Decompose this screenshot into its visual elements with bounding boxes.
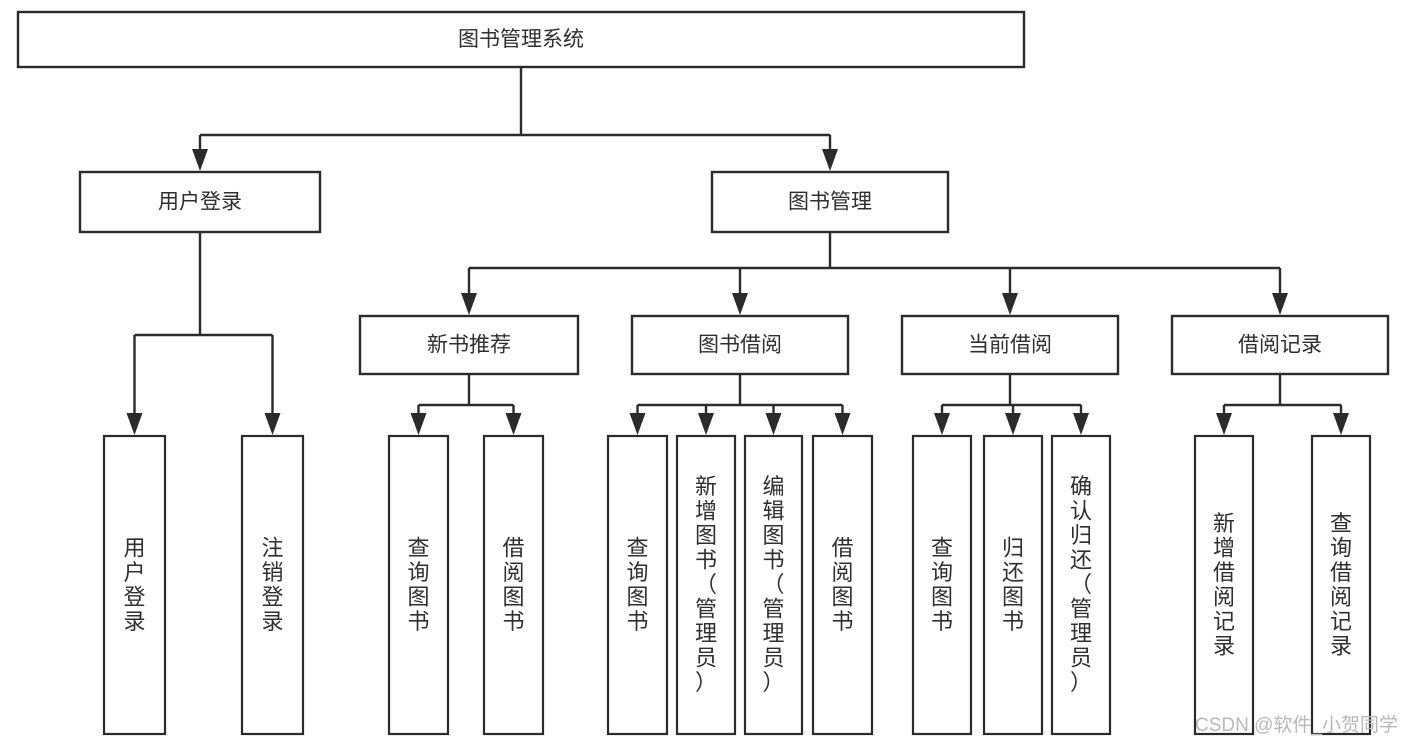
arrow-head-icon	[834, 413, 851, 435]
arrow-head-icon	[461, 293, 477, 315]
arrow-head-icon	[264, 413, 281, 435]
node-box-leaf_9	[911, 434, 973, 736]
node-leaf_6[interactable]: 新增图书（管理员）	[675, 434, 737, 736]
node-box-l2_1	[78, 170, 322, 234]
node-label-leaf_11: 确认归还（管理员）	[1070, 474, 1092, 695]
arrow-head-icon	[1005, 413, 1021, 435]
node-layer: 图书管理系统用户登录图书管理新书推荐图书借阅当前借阅借阅记录用户登录注销登录查询…	[16, 10, 1390, 736]
node-l2_1[interactable]: 用户登录	[78, 170, 322, 234]
node-box-leaf_4	[482, 434, 545, 736]
arrow-head-icon	[822, 149, 838, 171]
node-box-leaf_8	[811, 434, 874, 736]
node-label-root: 图书管理系统	[458, 28, 584, 51]
node-box-l3_2	[630, 314, 850, 376]
node-label-leaf_7: 编辑图书（管理员）	[762, 474, 784, 695]
node-leaf_12[interactable]: 新增借阅记录	[1193, 434, 1255, 736]
node-leaf_7[interactable]: 编辑图书（管理员）	[743, 434, 804, 736]
arrow-head-icon	[505, 413, 522, 435]
node-leaf_3[interactable]: 查询图书	[387, 434, 450, 736]
node-box-l3_1	[358, 314, 580, 376]
arrow-head-icon	[126, 413, 143, 435]
node-box-leaf_2	[240, 434, 305, 736]
arrow-head-icon	[410, 413, 427, 435]
connector-layer	[126, 67, 1349, 435]
node-label-leaf_12: 新增借阅记录	[1213, 511, 1235, 659]
node-label-l3_4: 借阅记录	[1238, 334, 1322, 357]
node-label-l2_1: 用户登录	[158, 191, 242, 214]
node-label-leaf_5: 查询图书	[626, 535, 648, 634]
node-box-leaf_6	[675, 434, 737, 736]
node-leaf_1[interactable]: 用户登录	[102, 434, 167, 736]
node-leaf_10[interactable]: 归还图书	[982, 434, 1044, 736]
node-label-leaf_1: 用户登录	[123, 535, 145, 634]
arrow-head-icon	[1216, 413, 1232, 435]
node-leaf_5[interactable]: 查询图书	[606, 434, 669, 736]
node-label-leaf_8: 借阅图书	[831, 535, 853, 634]
node-box-leaf_13	[1310, 434, 1372, 736]
arrow-head-icon	[732, 293, 748, 315]
node-box-leaf_10	[982, 434, 1044, 736]
node-l3_2[interactable]: 图书借阅	[630, 314, 850, 376]
node-label-leaf_3: 查询图书	[407, 535, 429, 634]
node-root[interactable]: 图书管理系统	[16, 10, 1026, 69]
arrow-head-icon	[1073, 413, 1089, 435]
arrow-head-icon	[629, 413, 646, 435]
arrow-head-icon	[934, 413, 950, 435]
csdn-watermark: CSDN @软件_小贺同学	[1195, 714, 1398, 736]
node-box-l2_2	[710, 170, 950, 234]
node-label-leaf_6: 新增图书（管理员）	[695, 474, 717, 695]
node-l2_2[interactable]: 图书管理	[710, 170, 950, 234]
node-label-l2_2: 图书管理	[788, 191, 872, 214]
node-box-leaf_7	[743, 434, 804, 736]
arrow-head-icon	[1272, 293, 1288, 315]
node-leaf_11[interactable]: 确认归还（管理员）	[1050, 434, 1112, 736]
node-label-l3_3: 当前借阅	[968, 334, 1052, 357]
node-label-leaf_9: 查询图书	[931, 535, 953, 634]
arrow-head-icon	[698, 413, 714, 435]
node-l3_4[interactable]: 借阅记录	[1170, 314, 1390, 376]
node-box-leaf_12	[1193, 434, 1255, 736]
node-box-root	[16, 10, 1026, 69]
node-leaf_8[interactable]: 借阅图书	[811, 434, 874, 736]
node-leaf_4[interactable]: 借阅图书	[482, 434, 545, 736]
node-label-leaf_13: 查询借阅记录	[1330, 511, 1352, 659]
node-label-leaf_4: 借阅图书	[502, 535, 524, 634]
node-box-leaf_5	[606, 434, 669, 736]
arrow-head-icon	[1002, 293, 1018, 315]
arrow-head-icon	[192, 149, 208, 171]
node-box-leaf_3	[387, 434, 450, 736]
node-leaf_2[interactable]: 注销登录	[240, 434, 305, 736]
node-box-l3_3	[900, 314, 1120, 376]
node-box-l3_4	[1170, 314, 1390, 376]
arrow-head-icon	[765, 413, 782, 435]
node-label-l3_1: 新书推荐	[427, 334, 511, 357]
node-leaf_9[interactable]: 查询图书	[911, 434, 973, 736]
node-box-leaf_11	[1050, 434, 1112, 736]
node-leaf_13[interactable]: 查询借阅记录	[1310, 434, 1372, 736]
node-label-leaf_2: 注销登录	[261, 535, 283, 634]
node-label-leaf_10: 归还图书	[1002, 535, 1024, 634]
node-label-l3_2: 图书借阅	[698, 334, 782, 357]
arrow-head-icon	[1333, 413, 1349, 435]
node-box-leaf_1	[102, 434, 167, 736]
node-l3_3[interactable]: 当前借阅	[900, 314, 1120, 376]
node-l3_1[interactable]: 新书推荐	[358, 314, 580, 376]
